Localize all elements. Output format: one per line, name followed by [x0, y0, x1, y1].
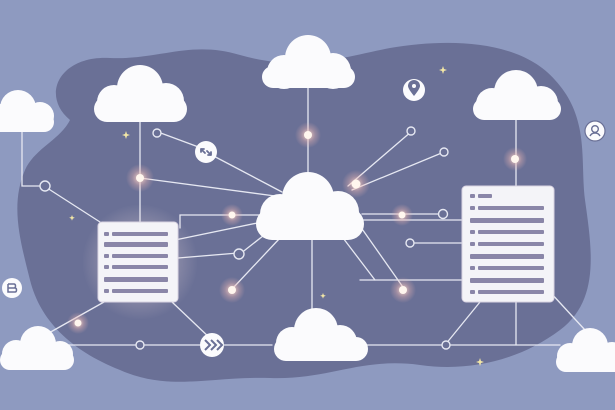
diagonal-arrows-icon — [195, 141, 217, 163]
junction-node — [152, 128, 162, 138]
node-glow — [67, 312, 89, 334]
cloud-icon — [256, 172, 364, 240]
cloud-icon — [0, 90, 54, 132]
junction-node — [439, 147, 449, 157]
glow-nodes — [67, 122, 527, 334]
server-icon — [461, 185, 555, 303]
line-hub-to-node-138 — [139, 177, 276, 197]
node-glow — [295, 122, 321, 148]
junction-node — [405, 238, 415, 248]
cloud-icon — [274, 308, 368, 361]
junction-node — [135, 340, 145, 350]
sparkle-icon — [439, 66, 447, 74]
junction-node — [406, 126, 416, 136]
location-pin-icon — [403, 79, 425, 101]
node-glow — [391, 204, 413, 226]
junction-node — [233, 248, 245, 260]
user-profile-icon — [584, 120, 606, 142]
cloud-icon — [473, 70, 561, 120]
b-badge-icon — [2, 278, 22, 298]
line-hub-to-node-375 — [339, 233, 376, 281]
node-glow — [126, 164, 154, 192]
junction-node — [437, 208, 449, 220]
server-bars — [104, 232, 168, 293]
cloud-icon — [556, 328, 615, 372]
node-glow — [390, 277, 416, 303]
clouds — [0, 35, 615, 372]
node-glow — [342, 170, 370, 198]
chevron-double-right-icon — [200, 333, 224, 357]
junction-node — [441, 340, 451, 350]
junction-node — [39, 180, 51, 192]
junction-nodes — [39, 126, 451, 350]
server-bars — [470, 194, 544, 294]
line-right-server-bottom-left — [444, 301, 481, 346]
line-hub-to-node-232 — [232, 237, 281, 289]
line-right-server-to-bottom-right — [549, 291, 586, 331]
line-left-server-down-right — [171, 301, 213, 341]
node-glow — [219, 277, 245, 303]
sparkle-icon — [69, 215, 75, 221]
sparkles — [69, 66, 484, 366]
node-glow — [503, 147, 527, 171]
cloud-icon — [262, 35, 355, 89]
cloud-icon — [94, 65, 187, 122]
sparkle-icon — [476, 358, 484, 366]
line-hub-to-node-206 — [205, 151, 283, 193]
node-glow — [221, 204, 243, 226]
server-icon — [82, 204, 198, 320]
cloud-icon — [0, 326, 74, 370]
sparkle-icon — [122, 131, 130, 139]
line-far-left-cloud — [21, 129, 101, 223]
sparkle-icon — [320, 293, 326, 299]
